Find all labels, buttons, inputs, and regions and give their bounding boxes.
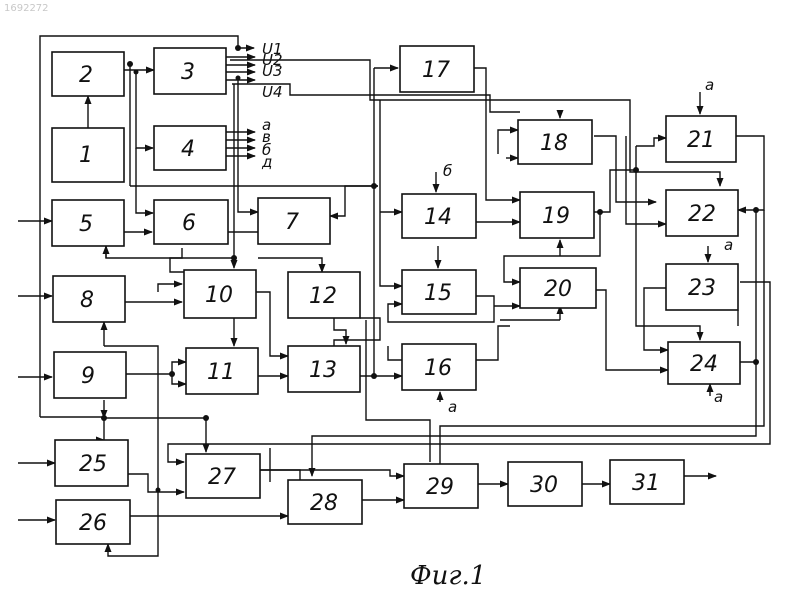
label-u4: U4 (262, 83, 283, 101)
svg-text:8: 8 (80, 288, 94, 313)
svg-text:21: 21 (687, 128, 715, 153)
block-12: 12 (288, 272, 360, 318)
svg-text:26: 26 (79, 511, 107, 536)
svg-text:22: 22 (688, 202, 716, 227)
block-8: 8 (53, 276, 125, 322)
block-14: 14 (402, 194, 476, 238)
block-13: 13 (288, 346, 360, 392)
block-6: 6 (154, 200, 228, 244)
block-1: 1 (52, 128, 124, 182)
svg-text:16: 16 (424, 356, 452, 381)
svg-text:13: 13 (309, 358, 337, 383)
block-16: 16 (402, 344, 476, 390)
svg-text:5: 5 (79, 212, 93, 237)
block-25: 25 (55, 440, 128, 486)
svg-text:1: 1 (79, 143, 93, 168)
block-22: 22 (666, 190, 738, 236)
svg-text:27: 27 (208, 465, 236, 490)
block-10: 10 (184, 270, 256, 318)
svg-text:24: 24 (690, 352, 718, 377)
label-in-24: a (714, 388, 723, 406)
svg-text:3: 3 (181, 60, 195, 85)
block-27: 27 (186, 454, 260, 498)
svg-text:23: 23 (688, 276, 716, 301)
svg-text:12: 12 (309, 284, 337, 309)
svg-text:11: 11 (207, 360, 235, 385)
block-2: 2 (52, 52, 124, 96)
svg-text:29: 29 (426, 475, 454, 500)
block-3: 3 (154, 48, 226, 94)
label-in-21: a (705, 76, 714, 94)
block-29: 29 (404, 464, 478, 508)
svg-text:15: 15 (424, 281, 452, 306)
label-in-23: a (724, 236, 733, 254)
figure-caption: Фиг.1 (410, 561, 486, 591)
block-31: 31 (610, 460, 684, 504)
svg-text:30: 30 (530, 473, 558, 498)
corner-number: 1692272 (4, 3, 49, 14)
svg-text:25: 25 (79, 452, 107, 477)
svg-text:17: 17 (422, 58, 450, 83)
block-4: 4 (154, 126, 226, 170)
svg-text:18: 18 (540, 131, 568, 156)
block-24: 24 (668, 342, 740, 384)
block-23: 23 (666, 264, 738, 310)
svg-text:28: 28 (310, 491, 338, 516)
svg-text:4: 4 (181, 137, 195, 162)
block-17: 17 (400, 46, 474, 92)
block-18: 18 (518, 120, 592, 164)
svg-text:14: 14 (424, 205, 452, 230)
block-20: 20 (520, 268, 596, 308)
block-28: 28 (288, 480, 362, 524)
block-15: 15 (402, 270, 476, 314)
block-11: 11 (186, 348, 258, 394)
blocks: 1 2 3 4 5 6 7 8 9 10 11 12 13 14 15 16 1… (52, 46, 740, 544)
label-in-14: б (443, 162, 452, 180)
svg-text:9: 9 (81, 364, 95, 389)
label-u3: U3 (262, 62, 283, 80)
block-19: 19 (520, 192, 594, 238)
label-in-16: a (448, 398, 457, 416)
block-26: 26 (56, 500, 130, 544)
svg-text:20: 20 (544, 277, 572, 302)
svg-text:7: 7 (285, 210, 299, 235)
svg-text:6: 6 (182, 211, 196, 236)
svg-text:31: 31 (632, 471, 660, 496)
block-9: 9 (54, 352, 126, 398)
block-21: 21 (666, 116, 736, 162)
svg-text:19: 19 (542, 204, 570, 229)
block-30: 30 (508, 462, 582, 506)
svg-text:2: 2 (79, 63, 93, 88)
block-5: 5 (52, 200, 124, 246)
block-7: 7 (258, 198, 330, 244)
svg-text:10: 10 (205, 283, 233, 308)
label-out-d: д (261, 153, 272, 171)
